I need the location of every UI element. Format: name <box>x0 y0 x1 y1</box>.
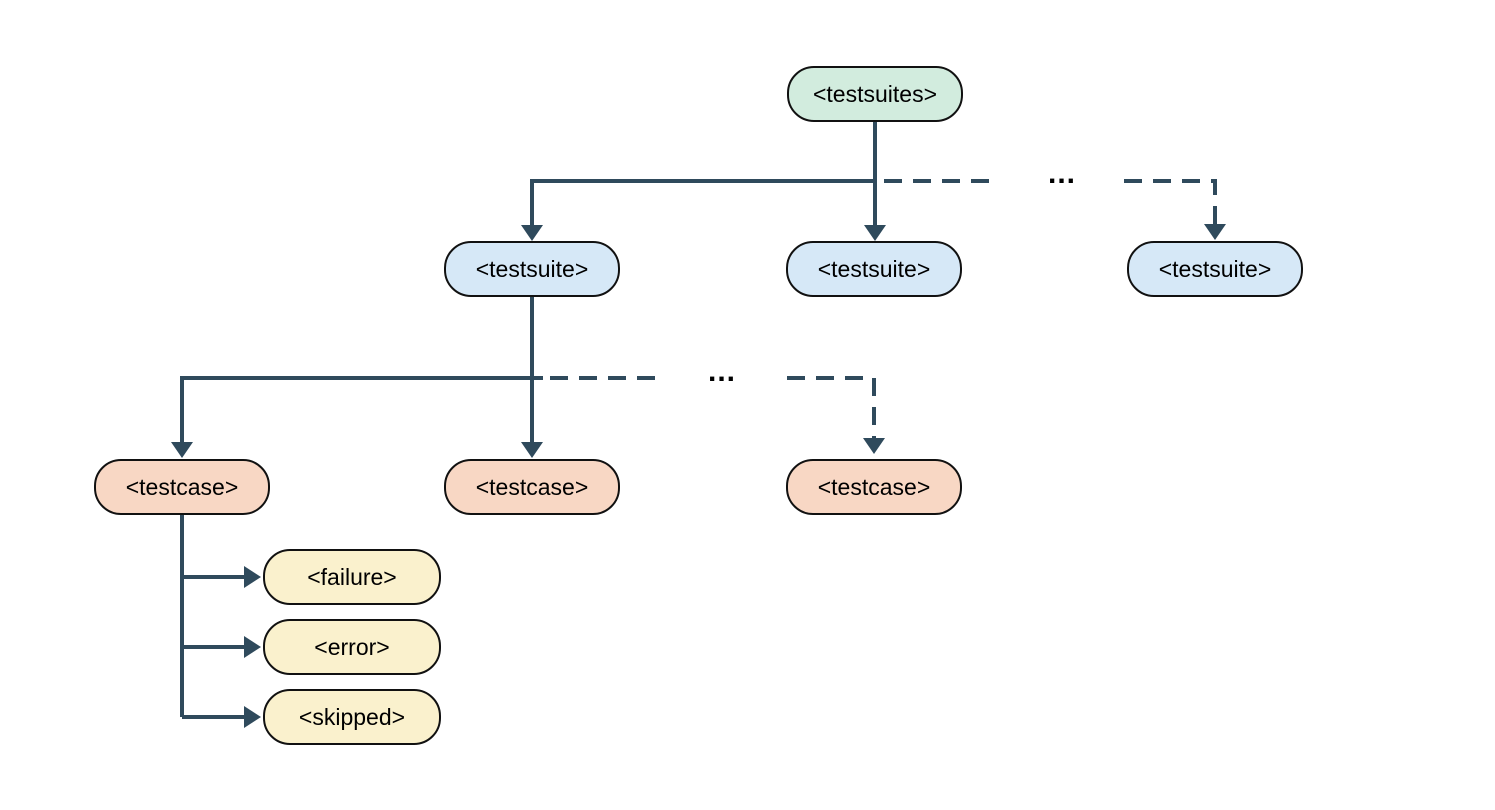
arrowhead-to-testsuite-n <box>1204 224 1226 240</box>
node-testsuites: <testsuites> <box>787 66 963 122</box>
node-testcase-2: <testcase> <box>444 459 620 515</box>
arrowhead-to-testcase-1 <box>171 442 193 458</box>
arrowhead-to-testcase-2 <box>521 442 543 458</box>
node-skipped: <skipped> <box>263 689 441 745</box>
arrowhead-to-testsuite-1 <box>521 225 543 241</box>
node-testcase-n: <testcase> <box>786 459 962 515</box>
arrowhead-to-testsuite-2 <box>864 225 886 241</box>
node-testsuite-2-label: <testsuite> <box>817 255 931 282</box>
node-testcase-2-label: <testcase> <box>475 473 589 500</box>
node-failure: <failure> <box>263 549 441 605</box>
edge-testsuites-to-testsuite-1 <box>530 179 877 226</box>
node-failure-label: <failure> <box>307 563 397 590</box>
node-skipped-label: <skipped> <box>298 703 406 730</box>
node-testsuite-2: <testsuite> <box>786 241 962 297</box>
arrowhead-to-error <box>244 636 261 658</box>
ellipsis-testcase-row: ... <box>707 355 736 388</box>
edge-testsuite-to-testcase-1 <box>180 376 543 443</box>
arrowhead-to-testcase-n <box>863 438 885 454</box>
node-testcase-1-label: <testcase> <box>125 473 239 500</box>
arrowhead-to-failure <box>244 566 261 588</box>
node-testsuite-n-label: <testsuite> <box>1158 255 1272 282</box>
arrowhead-to-skipped <box>244 706 261 728</box>
node-error-label: <error> <box>314 633 390 660</box>
node-testcase-1: <testcase> <box>94 459 270 515</box>
node-testsuite-1-label: <testsuite> <box>475 255 589 282</box>
node-error: <error> <box>263 619 441 675</box>
edge-dashed-to-testcase-n <box>787 376 876 438</box>
node-testsuite-1: <testsuite> <box>444 241 620 297</box>
ellipsis-testsuite-row: ... <box>1047 157 1076 190</box>
edge-testcase-to-results <box>180 513 244 719</box>
node-testcase-n-label: <testcase> <box>817 473 931 500</box>
edge-dashed-to-testsuite-n <box>1124 179 1217 224</box>
node-testsuites-label: <testsuites> <box>812 80 938 107</box>
node-testsuite-n: <testsuite> <box>1127 241 1303 297</box>
